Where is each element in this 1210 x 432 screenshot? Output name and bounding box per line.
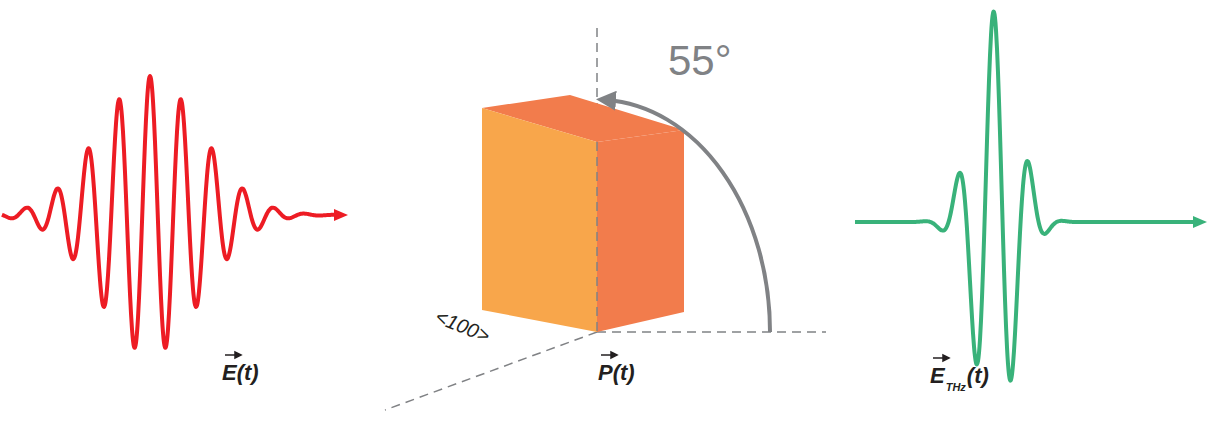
pulses bbox=[2, 12, 1196, 381]
field-label: (t) bbox=[967, 365, 989, 387]
field-label: E(t) bbox=[222, 362, 259, 384]
vector-arrows bbox=[225, 352, 949, 361]
angle-arc bbox=[606, 100, 770, 332]
arrow-head bbox=[1193, 216, 1207, 228]
field-label: E bbox=[930, 365, 945, 387]
crystal-side bbox=[597, 130, 684, 332]
axis bbox=[385, 332, 597, 410]
optical-pulse bbox=[2, 76, 336, 348]
crystal-front bbox=[482, 108, 597, 332]
thz-pulse bbox=[855, 12, 1196, 381]
arrow-head bbox=[334, 209, 348, 221]
angle-label: 55° bbox=[668, 40, 732, 82]
axis bbox=[596, 142, 598, 332]
axis-label: <100> bbox=[433, 306, 493, 346]
subscript: THz bbox=[946, 382, 966, 393]
polarization-label: P(t) bbox=[598, 362, 635, 384]
axis bbox=[597, 331, 826, 333]
